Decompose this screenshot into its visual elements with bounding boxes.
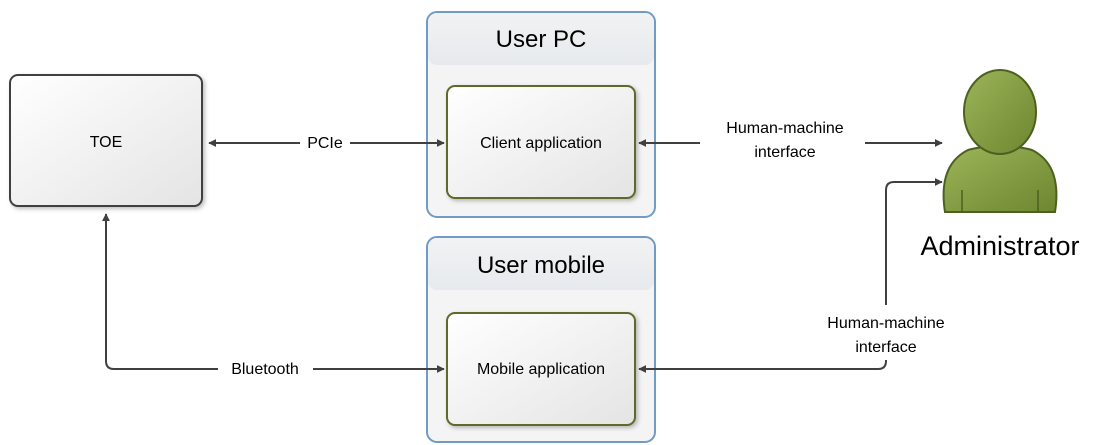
pcie-connector: PCIe <box>208 135 445 152</box>
pcie-label: PCIe <box>307 135 343 152</box>
user-mobile-container: User mobile Mobile application <box>426 236 656 443</box>
user-pc-container: User PC Client application <box>426 11 656 218</box>
client-application-node <box>446 85 636 199</box>
hmi-bottom-connector: Human-machine interface <box>638 178 945 373</box>
mobile-application-node <box>446 312 636 426</box>
hmi-top-label-line1: Human-machine <box>726 120 843 137</box>
toe-label: TOE <box>90 134 123 151</box>
client-application-label: Client application <box>480 135 602 152</box>
mobile-application-label: Mobile application <box>477 361 605 378</box>
hmi-bottom-label-line1: Human-machine <box>827 315 944 332</box>
bluetooth-label: Bluetooth <box>231 361 299 378</box>
hmi-top-label-line2: interface <box>754 144 815 161</box>
toe-node: TOE <box>9 74 203 207</box>
hmi-top-connector: Human-machine interface <box>638 120 943 161</box>
hmi-bottom-label-line2: interface <box>855 339 916 356</box>
user-pc-title: User PC <box>496 26 587 53</box>
administrator-person-icon <box>942 69 1058 213</box>
user-mobile-title: User mobile <box>477 252 605 279</box>
bluetooth-connector: Bluetooth <box>102 213 445 378</box>
administrator-label: Administrator <box>920 231 1079 261</box>
